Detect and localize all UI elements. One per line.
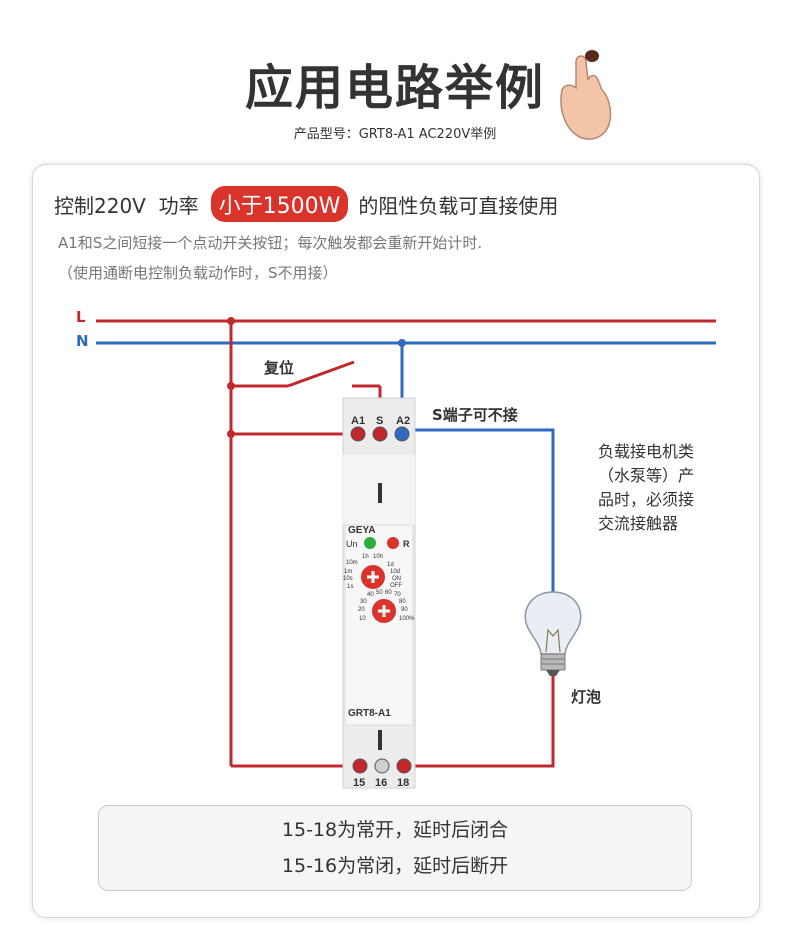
lamp-label: 灯泡 <box>571 688 602 706</box>
range-label: 10m <box>346 560 358 566</box>
summary-line-no: 15-18为常开，延时后闭合 <box>281 819 509 841</box>
headline-suffix: 的阻性负载可直接使用 <box>358 193 559 218</box>
percent-label: 100% <box>399 616 415 622</box>
side-note-line: 负载接电机类 <box>598 442 695 461</box>
timer-relay-device: GEYA GRT8-A1 A1 S A2 15 16 18 Un R 1h 10… <box>342 397 416 789</box>
percent-label: 60 <box>385 590 392 596</box>
led-r <box>387 537 399 549</box>
a1-junction <box>227 430 235 438</box>
side-note: 负载接电机类 （水泵等）产 品时，必须接 交流接触器 <box>598 440 728 536</box>
terminal-a1 <box>350 426 366 442</box>
label-a2: A2 <box>396 415 410 427</box>
label-s: S <box>376 415 383 427</box>
neutral-junction <box>398 339 406 347</box>
side-note-line: （水泵等）产 <box>598 466 695 485</box>
light-bulb-icon <box>524 591 582 676</box>
live-junction <box>227 317 235 325</box>
percent-label: 70 <box>394 592 401 598</box>
reset-junction <box>227 382 235 390</box>
label-r: R <box>403 539 410 549</box>
note-line-2: （使用通断电控制负载动作时，S不用接） <box>58 264 338 282</box>
terminal-18 <box>396 758 412 774</box>
label-un: Un <box>346 539 358 549</box>
range-label: OFF <box>390 583 402 589</box>
neutral-label: N <box>76 332 89 350</box>
label-a1: A1 <box>351 415 365 427</box>
side-note-line: 品时，必须接 <box>598 490 695 509</box>
range-label: 1s <box>347 584 353 590</box>
percent-label: 10 <box>359 616 366 622</box>
live-label: L <box>76 308 86 326</box>
percent-label: 20 <box>358 607 365 613</box>
summary-line-nc: 15-16为常闭，延时后断开 <box>281 855 509 877</box>
power-highlight-badge: 小于1500W <box>210 186 349 222</box>
brand-label: GEYA <box>348 525 375 536</box>
label-16: 16 <box>375 777 387 789</box>
side-note-line: 交流接触器 <box>598 514 679 533</box>
reset-switch-blade <box>287 360 355 388</box>
label-18: 18 <box>397 777 409 789</box>
note-line-1: A1和S之间短接一个点动开关按钮；每次触发都会重新开始计时. <box>58 234 483 252</box>
range-label: 10d <box>390 569 400 575</box>
terminal-16 <box>374 758 390 774</box>
terminal-15 <box>352 758 368 774</box>
range-label: 1d <box>387 562 394 568</box>
model-label: GRT8-A1 <box>348 708 391 719</box>
label-15: 15 <box>353 777 365 789</box>
headline: 控制220V 功率 小于1500W 的阻性负载可直接使用 <box>54 186 558 222</box>
terminal-a2 <box>394 426 410 442</box>
reset-label: 复位 <box>264 359 295 377</box>
terminal-s <box>372 426 388 442</box>
page-title: 应用电路举例 <box>244 60 545 116</box>
led-un <box>364 537 376 549</box>
range-label: 1m <box>344 569 352 575</box>
percent-label: 30 <box>360 599 367 605</box>
product-model: 产品型号：GRT8-A1 AC220V举例 <box>293 127 497 142</box>
percent-label: 50 <box>376 590 383 596</box>
lamp-live-wire <box>404 676 555 768</box>
range-label: 10s <box>343 576 353 582</box>
headline-prefix: 控制220V 功率 <box>54 193 199 218</box>
contact-summary-box: 15-18为常开，延时后闭合 15-16为常闭，延时后断开 <box>98 805 692 891</box>
percent-label: 90 <box>401 607 408 613</box>
range-label: 10h <box>373 554 383 560</box>
range-label: ON <box>392 576 401 582</box>
s-terminal-note: S端子可不接 <box>432 406 518 424</box>
percent-label: 40 <box>367 592 374 598</box>
lamp-neutral-wire <box>404 428 555 592</box>
percent-label: 80 <box>399 599 406 605</box>
range-label: 1h <box>362 554 369 560</box>
